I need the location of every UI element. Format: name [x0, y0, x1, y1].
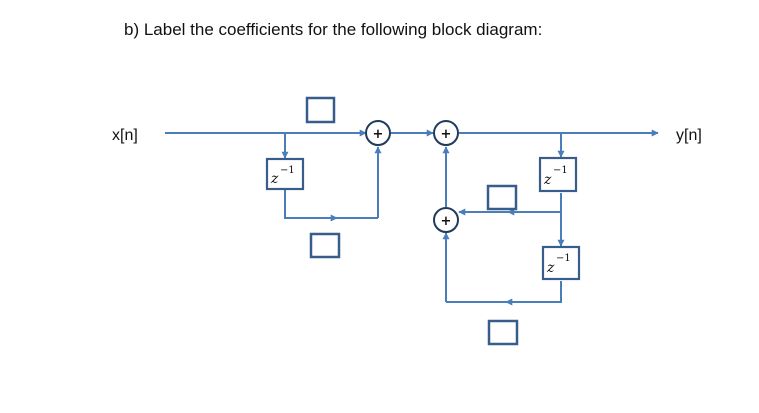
adder-2-plus: +	[441, 127, 452, 142]
question-title: b) Label the coefficients for the follow…	[124, 20, 543, 39]
delay3-output-line	[505, 281, 562, 306]
delay1-output-line	[284, 190, 338, 222]
adder-3-plus: +	[441, 214, 452, 229]
adder-2: +	[433, 120, 459, 146]
coefficient-box-b0[interactable]	[305, 96, 336, 124]
delay-block-3: z −1	[541, 245, 581, 281]
coefficient-box-a1[interactable]	[486, 184, 518, 211]
delay-2-exp: −1	[553, 165, 568, 176]
delay-1-exp: −1	[280, 165, 295, 176]
input-label: x[n]	[112, 127, 138, 144]
adder-3: +	[433, 207, 459, 233]
coefficient-box-b1[interactable]	[309, 232, 341, 259]
delay-3-exp: −1	[556, 253, 571, 264]
output-label: y[n]	[676, 127, 702, 144]
coefficient-box-a2[interactable]	[487, 319, 519, 346]
delay-1-z: z	[270, 171, 279, 187]
delay-2-z: z	[543, 172, 552, 188]
delay-block-1: z −1	[265, 157, 305, 191]
adder-1: +	[365, 120, 391, 146]
delay-3-z: z	[546, 260, 555, 276]
delay-block-2: z −1	[538, 156, 578, 193]
adder-1-plus: +	[373, 127, 384, 142]
